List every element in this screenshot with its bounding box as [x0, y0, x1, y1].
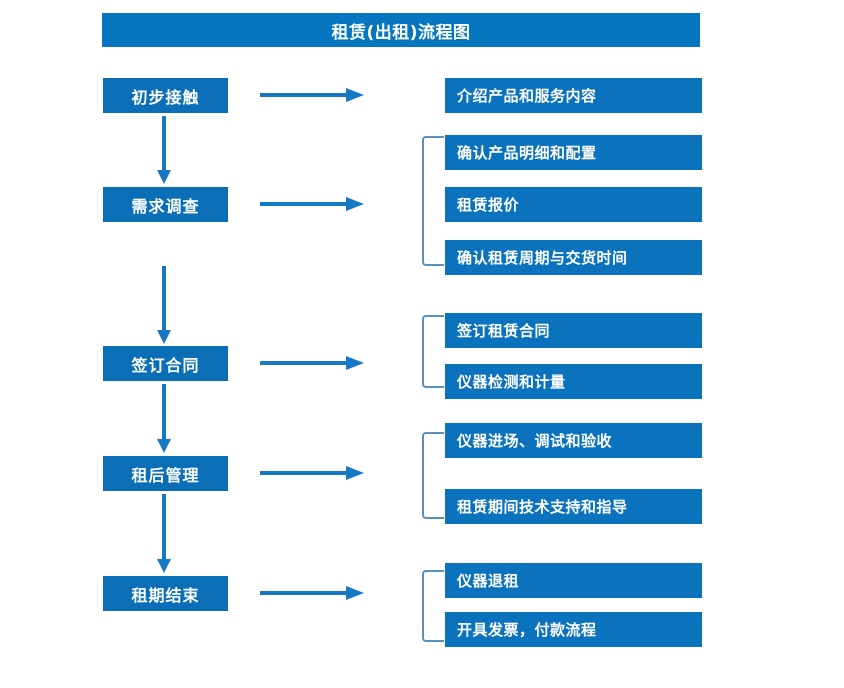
detail-box-g1-1[interactable]: 介绍产品和服务内容 — [445, 78, 702, 113]
detail-box-g2-3[interactable]: 确认租赁周期与交货时间 — [445, 240, 702, 275]
vertical-arrow-1-2 — [157, 116, 171, 184]
detail-box-g3-2[interactable]: 仪器检测和计量 — [445, 364, 702, 399]
group-bracket-4 — [422, 432, 444, 519]
horizontal-arrow-2 — [260, 197, 364, 211]
group-bracket-5 — [422, 570, 444, 642]
group-bracket-3 — [422, 315, 444, 388]
flowchart-title: 租赁(出租)流程图 — [102, 13, 700, 47]
detail-box-g3-1[interactable]: 签订租赁合同 — [445, 313, 702, 348]
stage-box-3[interactable]: 签订合同 — [103, 346, 228, 381]
horizontal-arrow-4 — [260, 466, 364, 480]
vertical-arrow-2-3 — [157, 266, 171, 344]
vertical-arrow-3-4 — [157, 384, 171, 453]
detail-box-g5-1[interactable]: 仪器退租 — [445, 563, 702, 598]
stage-box-2[interactable]: 需求调查 — [103, 187, 228, 222]
detail-box-g2-1[interactable]: 确认产品明细和配置 — [445, 135, 702, 170]
horizontal-arrow-5 — [260, 586, 364, 600]
stage-box-1[interactable]: 初步接触 — [103, 78, 228, 113]
stage-box-5[interactable]: 租期结束 — [103, 576, 228, 611]
group-bracket-2 — [422, 136, 444, 266]
detail-box-g2-2[interactable]: 租赁报价 — [445, 187, 702, 222]
horizontal-arrow-3 — [260, 356, 364, 370]
horizontal-arrow-1 — [260, 88, 364, 102]
stage-box-4[interactable]: 租后管理 — [103, 456, 228, 491]
detail-box-g5-2[interactable]: 开具发票，付款流程 — [445, 612, 702, 647]
detail-box-g4-1[interactable]: 仪器进场、调试和验收 — [445, 423, 702, 458]
detail-box-g4-2[interactable]: 租赁期间技术支持和指导 — [445, 489, 702, 524]
vertical-arrow-4-5 — [157, 494, 171, 573]
